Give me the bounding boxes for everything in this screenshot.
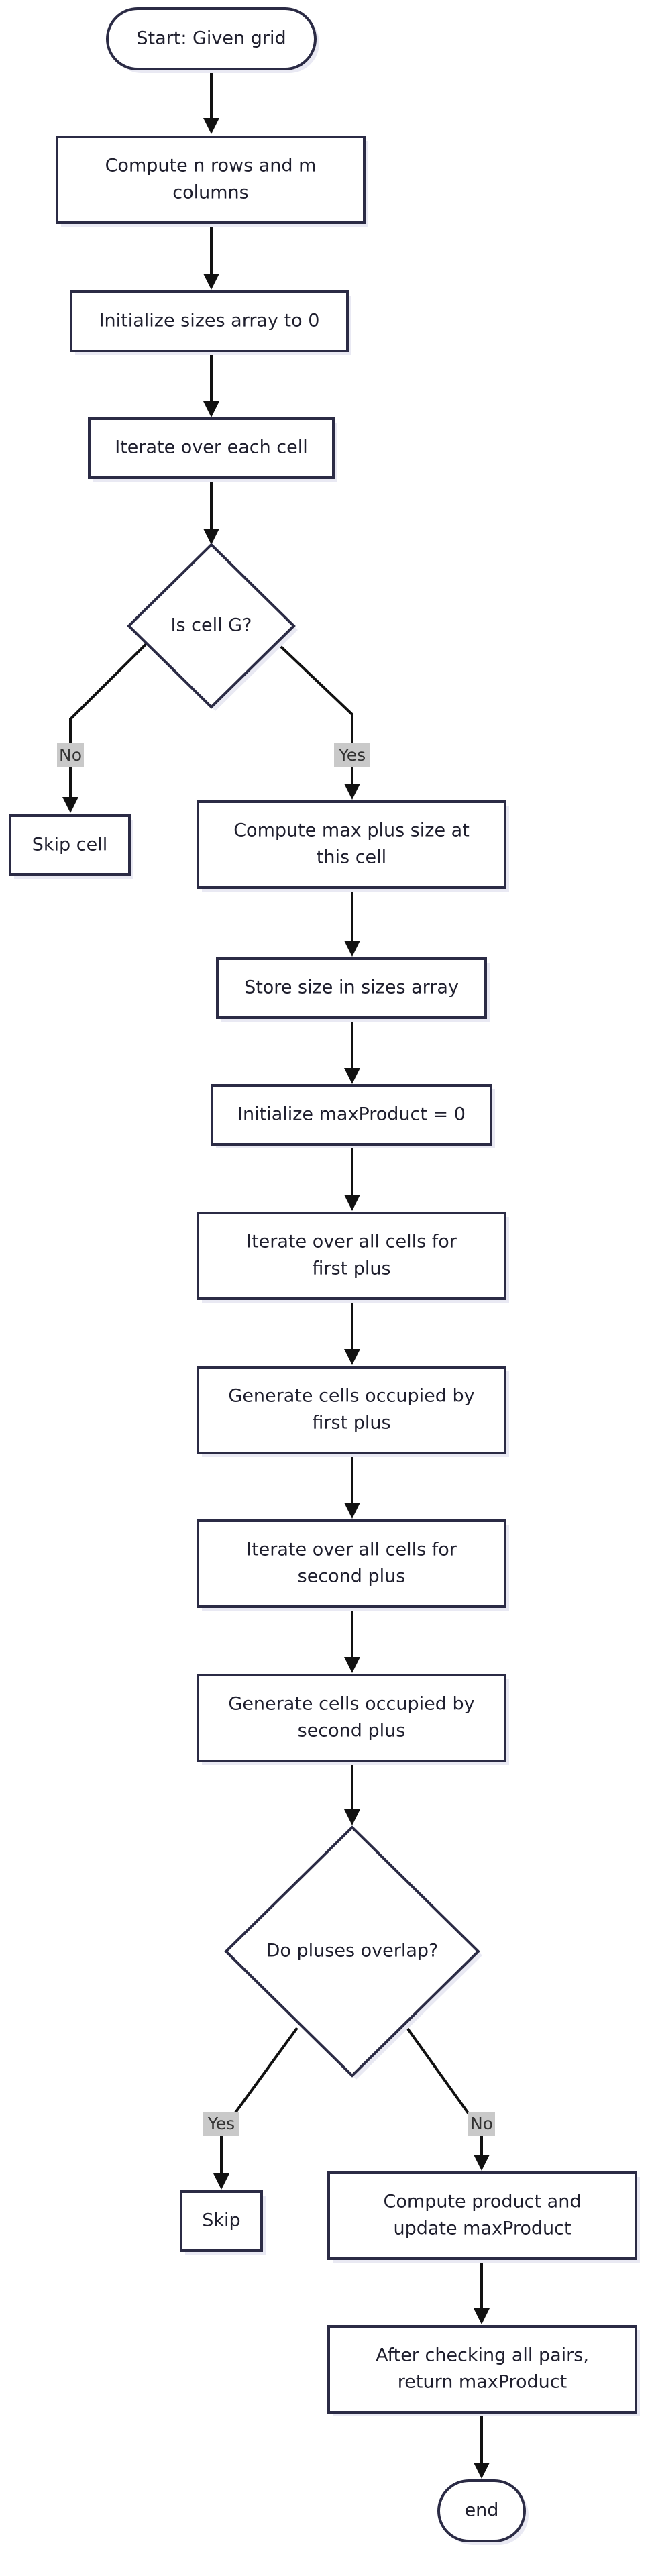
- store-size-box: [216, 957, 487, 1019]
- edge-label-yes: Yes: [338, 745, 366, 765]
- arrowhead: [474, 2463, 490, 2479]
- generate-second-label-line2: second plus: [298, 1721, 406, 1741]
- end-label: end: [465, 2500, 499, 2521]
- compute-max-plus-box: [197, 800, 506, 889]
- store-size-label: Store size in sizes array: [244, 977, 459, 998]
- compute-max-plus-label-line2: this cell: [317, 847, 386, 868]
- node-init-max-product: Initialize maxProduct = 0: [211, 1084, 495, 1148]
- edge-label-no: No: [59, 745, 82, 765]
- edge-decision-no: [69, 619, 171, 797]
- node-store-size: Store size in sizes array: [216, 957, 490, 1022]
- arrowhead: [344, 1657, 360, 1673]
- return-result-box: [327, 2325, 637, 2414]
- node-decision-cell-g: Is cell G?: [127, 543, 298, 711]
- edge-label-bg: [468, 2112, 495, 2136]
- init-sizes-box: [70, 290, 349, 352]
- skip-cell-box: [9, 814, 131, 876]
- generate-first-label-line1: Generate cells occupied by: [228, 1386, 474, 1407]
- node-generate-first: Generate cells occupied by first plus: [197, 1366, 509, 1457]
- edge-label-bg: [203, 2112, 239, 2136]
- iterate-cells-label: Iterate over each cell: [115, 437, 308, 458]
- node-generate-second: Generate cells occupied by second plus: [197, 1674, 509, 1765]
- edge-label-bg: [57, 743, 84, 767]
- compute-max-plus-label-line1: Compute max plus size at: [233, 820, 470, 841]
- node-return-result: After checking all pairs, return maxProd…: [327, 2325, 640, 2416]
- arrowhead: [213, 2174, 229, 2190]
- compute-dims-label-line1: Compute n rows and m: [105, 156, 317, 176]
- arrowhead: [344, 784, 360, 800]
- edge-label-yes: Yes: [207, 2114, 235, 2133]
- init-sizes-label: Initialize sizes array to 0: [99, 311, 320, 331]
- end-terminal: [437, 2479, 526, 2542]
- generate-second-box: [197, 1674, 506, 1762]
- start-terminal: [106, 7, 317, 70]
- start-label: Start: Given grid: [136, 28, 286, 49]
- generate-first-label-line2: first plus: [312, 1413, 390, 1434]
- compute-product-label-line2: update maxProduct: [393, 2218, 571, 2239]
- cell-g-diamond: [127, 543, 296, 709]
- init-max-product-label: Initialize maxProduct = 0: [237, 1104, 466, 1125]
- overlap-diamond: [224, 1825, 480, 2078]
- arrowhead: [62, 797, 78, 813]
- arrowhead: [474, 2155, 490, 2171]
- compute-product-label-line1: Compute product and: [384, 2192, 582, 2212]
- arrowhead: [203, 118, 219, 134]
- generate-first-box: [197, 1366, 506, 1454]
- arrowhead: [203, 274, 219, 290]
- arrowhead: [344, 1195, 360, 1211]
- node-decision-overlap: Do pluses overlap?: [224, 1825, 482, 2080]
- generate-second-label-line1: Generate cells occupied by: [228, 1694, 474, 1715]
- iterate-first-label-line1: Iterate over all cells for: [246, 1232, 457, 1252]
- skip-cell-label: Skip cell: [32, 835, 107, 855]
- arrowhead: [474, 2308, 490, 2324]
- node-iterate-cells: Iterate over each cell: [88, 417, 337, 482]
- arrowhead: [203, 401, 219, 417]
- skip-label: Skip: [202, 2210, 240, 2231]
- return-result-label-line1: After checking all pairs,: [376, 2345, 589, 2366]
- cell-g-label: Is cell G?: [171, 615, 252, 636]
- edge-labels: No Yes Yes No: [57, 743, 495, 2136]
- return-result-label-line2: return maxProduct: [398, 2372, 567, 2393]
- arrowhead: [344, 1349, 360, 1365]
- node-iterate-first: Iterate over all cells for first plus: [197, 1212, 509, 1303]
- nodes: Start: Given grid Compute n rows and m c…: [9, 7, 640, 2545]
- overlap-label: Do pluses overlap?: [266, 1941, 439, 1962]
- node-compute-product: Compute product and update maxProduct: [327, 2171, 640, 2263]
- iterate-first-label-line2: first plus: [312, 1258, 390, 1279]
- iterate-second-label-line2: second plus: [298, 1566, 406, 1587]
- node-iterate-second: Iterate over all cells for second plus: [197, 1519, 509, 1611]
- compute-product-box: [327, 2171, 637, 2260]
- compute-dims-box: [56, 136, 366, 224]
- node-init-sizes: Initialize sizes array to 0: [70, 290, 351, 355]
- node-skip-cell: Skip cell: [9, 814, 133, 879]
- node-end: end: [437, 2479, 529, 2545]
- iterate-second-box: [197, 1519, 506, 1608]
- arrowhead: [344, 1809, 360, 1825]
- arrowhead: [344, 1503, 360, 1519]
- edge-label-bg: [334, 743, 370, 767]
- node-compute-max-plus: Compute max plus size at this cell: [197, 800, 509, 892]
- node-compute-dimensions: Compute n rows and m columns: [56, 136, 368, 227]
- edge-overlap-yes: [220, 2027, 298, 2174]
- node-skip: Skip: [180, 2190, 266, 2255]
- edges: [62, 66, 490, 2479]
- iterate-cells-box: [88, 417, 335, 479]
- compute-dims-label-line2: columns: [172, 182, 248, 203]
- arrowhead: [344, 941, 360, 957]
- edge-label-no: No: [470, 2114, 493, 2133]
- iterate-first-box: [197, 1212, 506, 1300]
- arrowhead: [203, 529, 219, 545]
- skip-box: [180, 2190, 263, 2252]
- node-start: Start: Given grid: [106, 7, 319, 73]
- init-max-product-box: [211, 1084, 492, 1146]
- iterate-second-label-line1: Iterate over all cells for: [246, 1540, 457, 1560]
- arrowhead: [344, 1068, 360, 1084]
